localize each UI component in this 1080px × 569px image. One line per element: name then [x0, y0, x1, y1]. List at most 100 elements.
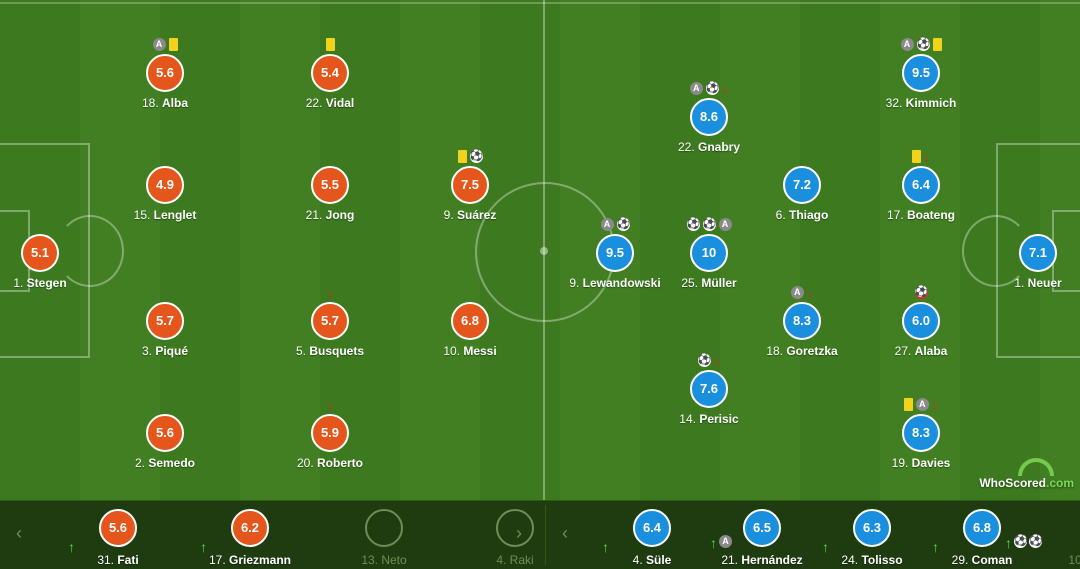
away-substitute[interactable]: 6.4↑4. Süle — [592, 509, 712, 567]
away-subs-prev-button[interactable]: ‹ — [562, 523, 568, 543]
yellow-card-icon — [168, 37, 178, 51]
player-name: 14. Perisic — [639, 412, 779, 426]
substitute-name: 21. Hernández — [702, 553, 822, 567]
player-events: A — [95, 36, 235, 52]
player-surname: Roberto — [317, 456, 363, 470]
player-rating: 5.6 — [146, 414, 184, 452]
substitute-rating — [496, 509, 534, 547]
player-events: A⚽ — [851, 36, 991, 52]
home-substitute[interactable]: 6.2↑17. Griezmann — [190, 509, 310, 567]
player-number: 32. — [885, 96, 906, 110]
substitute-number: 24. — [841, 553, 862, 567]
home-player[interactable]: 5.4 22. Vidal — [260, 36, 400, 110]
substitute-events: ↑A — [710, 535, 732, 551]
player-events: ↓ — [851, 148, 991, 164]
player-events: A⚽ — [545, 216, 685, 232]
substitute-number: 21. — [721, 553, 742, 567]
sub-out-arrow-icon: ↓ — [713, 352, 721, 368]
goal-icon: ⚽ — [1014, 535, 1028, 548]
player-surname: Vidal — [325, 96, 355, 110]
player-number: 9. — [569, 276, 583, 290]
home-substitute[interactable]: 5.6↑31. Fati — [58, 509, 178, 567]
player-rating: 5.7 — [146, 302, 184, 340]
player-number: 25. — [681, 276, 702, 290]
home-substitute[interactable]: 13. Neto — [324, 509, 444, 567]
player-name: 1. Neuer — [968, 276, 1080, 290]
substitute-name: 29. Coman — [922, 553, 1042, 567]
home-substitute[interactable]: 4. Raki — [455, 509, 575, 567]
player-events — [0, 216, 110, 232]
player-surname: Busquets — [309, 344, 365, 358]
player-events — [400, 284, 540, 300]
sub-in-arrow-icon: ↑ — [68, 539, 75, 555]
sub-in-arrow-icon: ↑ — [710, 535, 717, 551]
substitute-surname: Griezmann — [229, 553, 292, 567]
goal-icon: ⚽ — [686, 217, 701, 231]
sub-out-arrow-icon: ↓ — [931, 396, 939, 412]
substitute-name: 10 — [1015, 553, 1080, 567]
player-surname: Messi — [463, 344, 497, 358]
player-surname: Davies — [911, 456, 951, 470]
player-rating: 5.4 — [311, 54, 349, 92]
away-substitute[interactable]: 6.3↑24. Tolisso — [812, 509, 932, 567]
player-rating: 5.1 — [21, 234, 59, 272]
player-events: ⚽⚽A — [639, 216, 779, 232]
sub-in-arrow-icon: ↑ — [822, 539, 829, 555]
away-substitute[interactable]: 6.8↑29. Coman — [922, 509, 1042, 567]
player-number: 18. — [141, 96, 162, 110]
substitute-events: ↑⚽⚽ — [1005, 535, 1043, 551]
sub-out-arrow-icon: ↓ — [923, 148, 931, 164]
whoscored-logo-text: WhoScored.com — [979, 476, 1074, 490]
substitute-name: 13. Neto — [324, 553, 444, 567]
center-spot — [540, 247, 548, 255]
player-number: 22. — [305, 96, 326, 110]
captain-icon: A — [915, 397, 929, 411]
player-surname: Neuer — [1027, 276, 1062, 290]
home-subs-prev-button[interactable]: ‹ — [16, 523, 22, 543]
player-events — [95, 284, 235, 300]
captain-icon: A — [689, 81, 703, 95]
sub-in-arrow-icon: ↑ — [602, 539, 609, 555]
player-number: 3. — [141, 344, 156, 358]
substitute-number: 31. — [97, 553, 118, 567]
player-number: 1. — [13, 276, 27, 290]
player-events: A⚽↓ — [639, 80, 779, 96]
player-number: 6. — [775, 208, 789, 222]
player-rating: 8.3 — [783, 302, 821, 340]
substitute-number: 17. — [208, 553, 229, 567]
goal-icon: ⚽ — [916, 37, 931, 51]
player-rating: 8.6 — [690, 98, 728, 136]
goal-icon: ⚽ — [702, 217, 717, 231]
player-rating: 4.9 — [146, 166, 184, 204]
player-number: 15. — [133, 208, 154, 222]
player-name: 10. Messi — [400, 344, 540, 358]
goal-icon: ⚽ — [705, 81, 720, 95]
substitute-number: 13. — [361, 553, 382, 567]
goal-icon: ⚽ — [616, 217, 631, 231]
player-number: 22. — [677, 140, 698, 154]
away-substitute[interactable]: ↑⚽⚽ 10 — [1005, 509, 1080, 567]
